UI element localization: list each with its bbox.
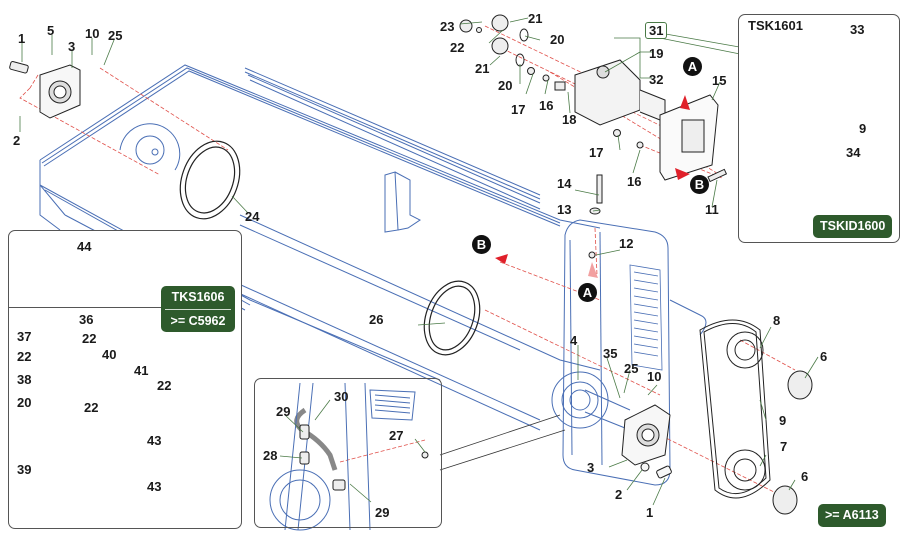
detail-inset-drawing <box>269 382 566 531</box>
callout-34: 34 <box>846 145 861 160</box>
callout-41: 41 <box>134 363 149 378</box>
callout-19: 19 <box>649 46 664 61</box>
callout-4: 4 <box>570 333 578 348</box>
callout-16: 16 <box>627 174 642 189</box>
arrow-a-top <box>680 95 690 110</box>
callout-22: 22 <box>17 349 32 364</box>
callout-44: 44 <box>77 239 92 254</box>
callout-1: 1 <box>18 31 26 46</box>
callout-29: 29 <box>375 505 390 520</box>
inset-divider <box>9 307 161 308</box>
callout-23: 23 <box>440 19 455 34</box>
callout-8: 8 <box>773 313 781 328</box>
callout-12: 12 <box>619 236 634 251</box>
arrow-b-mid <box>495 254 508 264</box>
callout-21: 21 <box>528 11 543 26</box>
marker-b-top: B <box>690 175 709 194</box>
callout-6: 6 <box>801 469 809 484</box>
spring-kit-serial: >= C5962 <box>170 313 226 328</box>
callout-20: 20 <box>17 395 32 410</box>
callout-27: 27 <box>389 428 404 443</box>
callout-22: 22 <box>450 40 465 55</box>
spring-kit-code: TKS1606 <box>171 290 225 304</box>
adapter-ring-26 <box>423 280 481 356</box>
callout-2: 2 <box>615 487 623 502</box>
callout-6: 6 <box>820 349 828 364</box>
callout-1: 1 <box>646 505 654 520</box>
callout-33: 33 <box>850 22 865 37</box>
callout-24: 24 <box>245 209 260 224</box>
spring-hose-inset <box>8 230 242 529</box>
bolt-1-top <box>9 61 29 74</box>
callout-39: 39 <box>17 462 32 477</box>
mounting-plate-15 <box>659 94 719 181</box>
bearing-housing-bottom <box>621 404 672 479</box>
spring-kit-badge: TKS1606 >= C5962 <box>161 286 235 332</box>
callout-22: 22 <box>82 331 97 346</box>
main-serial-code: >= A6113 <box>825 508 879 522</box>
marker-b-mid: B <box>472 235 491 254</box>
marker-a-mid: A <box>578 283 597 302</box>
callout-20: 20 <box>550 32 565 47</box>
callout-15: 15 <box>712 73 727 88</box>
callout-25: 25 <box>624 361 639 376</box>
marker-a-top: A <box>683 57 702 76</box>
callout-17: 17 <box>589 145 604 160</box>
callout-43: 43 <box>147 433 162 448</box>
callout-3: 3 <box>68 39 76 54</box>
callout-25: 25 <box>108 28 123 43</box>
arrow-b-top <box>675 168 690 180</box>
callout-14: 14 <box>557 176 572 191</box>
callout-5: 5 <box>47 23 55 38</box>
bearing-housing-top <box>39 64 81 119</box>
main-serial-badge: >= A6113 <box>818 504 886 527</box>
callout-2: 2 <box>13 133 21 148</box>
badge-separator <box>165 308 231 310</box>
callout-9: 9 <box>779 413 787 428</box>
callout-26: 26 <box>369 312 384 327</box>
callout-9: 9 <box>859 121 867 136</box>
callout-21: 21 <box>475 61 490 76</box>
callout-36: 36 <box>79 312 94 327</box>
sensor-detail-inset <box>254 378 442 528</box>
callout-10: 10 <box>85 26 100 41</box>
belt-kit-inset <box>738 14 900 243</box>
callout-10: 10 <box>647 369 662 384</box>
taper-lock-bush <box>772 370 813 515</box>
belt-drive-main <box>699 319 771 499</box>
belt-kit-title: TSK1601 <box>748 18 803 33</box>
callout-3: 3 <box>587 460 595 475</box>
callout-11: 11 <box>705 202 719 217</box>
pump-fittings <box>459 14 728 259</box>
callout-20: 20 <box>498 78 513 93</box>
callout-38: 38 <box>17 372 32 387</box>
callout-28: 28 <box>263 448 278 463</box>
arrow-a-mid <box>588 262 598 278</box>
callout-30: 30 <box>334 389 349 404</box>
callout-40: 40 <box>102 347 117 362</box>
hydraulic-pump <box>574 59 666 126</box>
callout-7: 7 <box>780 439 788 454</box>
callout-17: 17 <box>511 102 526 117</box>
callout-16: 16 <box>539 98 554 113</box>
mower-frame <box>39 64 707 486</box>
belt-kit-badge: TSKID1600 <box>813 215 893 238</box>
callout-22: 22 <box>157 378 172 393</box>
part-group-31: 31 <box>645 22 668 39</box>
callout-43: 43 <box>147 479 162 494</box>
callout-37: 37 <box>17 329 32 344</box>
callout-29: 29 <box>276 404 291 419</box>
adapter-ring-24 <box>179 140 241 220</box>
callout-13: 13 <box>557 202 572 217</box>
callout-35: 35 <box>603 346 618 361</box>
callout-22: 22 <box>84 400 99 415</box>
belt-kit-code: TSKID1600 <box>820 219 886 233</box>
callout-32: 32 <box>649 72 664 87</box>
callout-18: 18 <box>562 112 577 127</box>
